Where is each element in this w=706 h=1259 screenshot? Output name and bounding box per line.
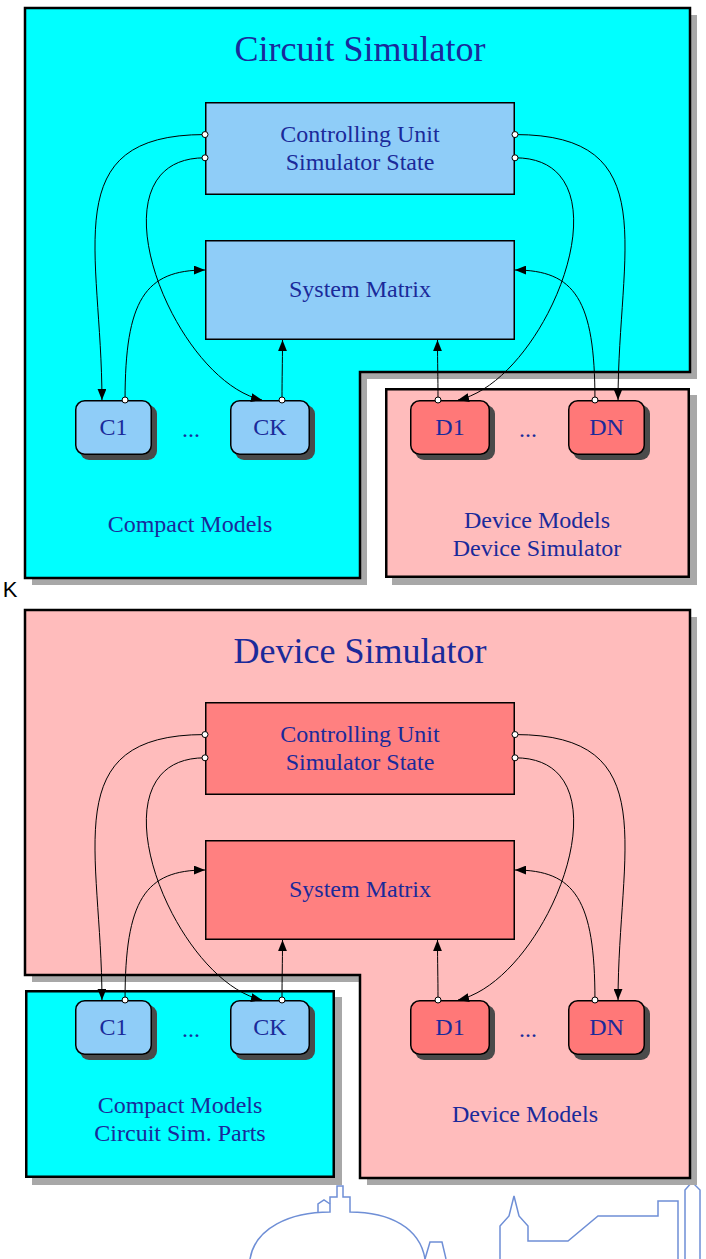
- region-title: Circuit Simulator: [235, 29, 486, 70]
- box-outline: [206, 841, 515, 940]
- model-box: CK: [230, 1000, 310, 1055]
- box-label: System Matrix: [289, 876, 431, 904]
- box-outline: [411, 1001, 490, 1055]
- panel-outline: [386, 389, 689, 577]
- box-label: Controlling Unit Simulator State: [260, 121, 460, 176]
- region-outline: [25, 610, 690, 1178]
- box-label: C1: [99, 414, 127, 442]
- group-label: Device Models Device Simulator: [435, 507, 640, 562]
- skyline-outline: [250, 1182, 700, 1259]
- box-outline: [569, 1001, 645, 1055]
- box-outline: [231, 1001, 310, 1055]
- group-label: Compact Models: [108, 511, 273, 539]
- box-outline: [76, 401, 152, 455]
- box-outline: [76, 1001, 152, 1055]
- group-label: Compact Models Circuit Sim. Parts: [78, 1092, 283, 1147]
- box-label: DN: [589, 1014, 624, 1042]
- region-title: Device Simulator: [234, 631, 487, 672]
- box-outline: [206, 703, 515, 795]
- box-label: C1: [99, 1014, 127, 1042]
- ellipsis-label: ...: [182, 416, 200, 444]
- box-label: DN: [589, 414, 624, 442]
- model-box: DN: [568, 1000, 645, 1055]
- box-label: D1: [435, 1014, 464, 1042]
- process-box: System Matrix: [205, 240, 515, 340]
- group-panel-shape: [25, 990, 335, 1178]
- box-label: System Matrix: [289, 276, 431, 304]
- model-box: DN: [568, 400, 645, 455]
- box-label: D1: [435, 414, 464, 442]
- box-outline: [206, 241, 515, 340]
- process-box: Controlling Unit Simulator State: [205, 102, 515, 195]
- model-box: C1: [75, 400, 152, 455]
- model-box: CK: [230, 400, 310, 455]
- region-outline: [25, 8, 690, 578]
- group-label: Device Models: [452, 1101, 598, 1129]
- ellipsis-label: ...: [519, 1016, 537, 1044]
- ellipsis-label: ...: [182, 1016, 200, 1044]
- margin-letter: K: [3, 577, 18, 602]
- model-box: C1: [75, 1000, 152, 1055]
- ellipsis-label: ...: [519, 416, 537, 444]
- box-outline: [206, 103, 515, 195]
- group-panel: Device Models Device Simulator D1 DN: [385, 388, 690, 578]
- group-panel: Compact Models Circuit Sim. Parts C1 CK: [25, 990, 335, 1178]
- model-box: D1: [410, 1000, 490, 1055]
- box-outline: [569, 401, 645, 455]
- model-box: D1: [410, 400, 490, 455]
- box-label: CK: [253, 1014, 286, 1042]
- process-box: Controlling Unit Simulator State: [205, 702, 515, 795]
- box-outline: [231, 401, 310, 455]
- simulator-region: Circuit SimulatorCompact Models Controlli…: [25, 8, 690, 578]
- panel-outline: [26, 991, 334, 1177]
- box-label: CK: [253, 414, 286, 442]
- process-box: System Matrix: [205, 840, 515, 940]
- box-label: Controlling Unit Simulator State: [260, 721, 460, 776]
- box-outline: [411, 401, 490, 455]
